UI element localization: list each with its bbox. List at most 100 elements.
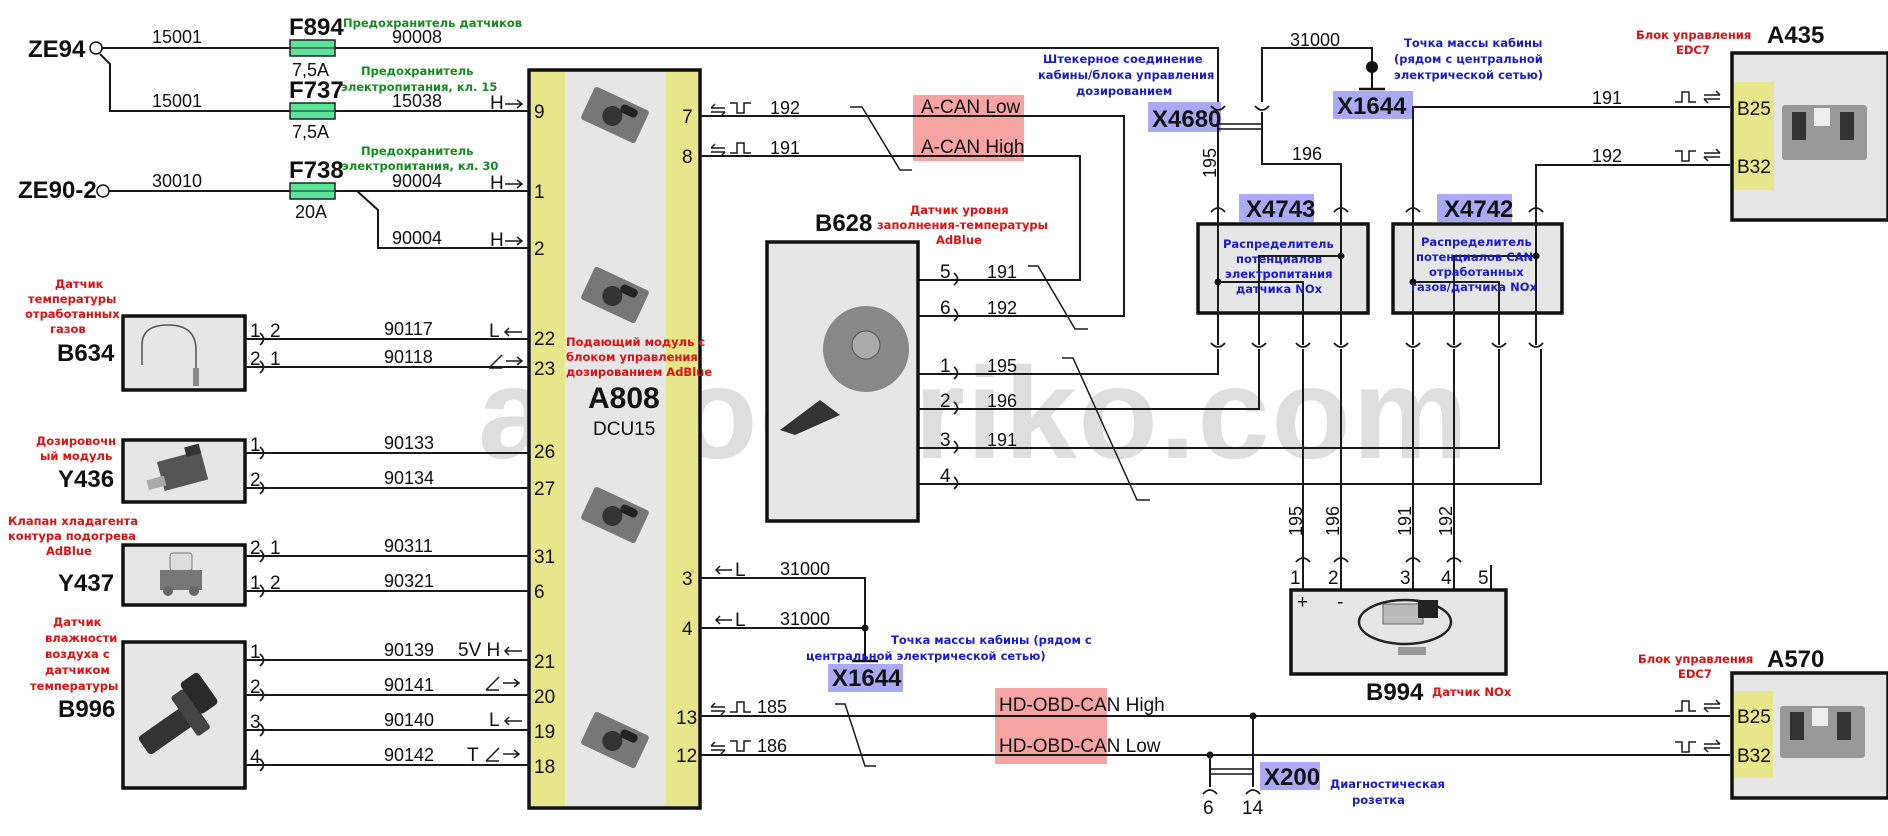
pulse-low-icon	[1675, 741, 1696, 753]
fuse-f738-desc-1: Предохранитель	[361, 144, 473, 158]
wire-label-185: 185	[757, 697, 787, 717]
b994-pin-2: 2	[1328, 568, 1339, 589]
wire-192-acan-low	[700, 115, 1125, 317]
wire-label-191-a808: 191	[770, 138, 800, 158]
wire-label-90311: 90311	[384, 536, 433, 556]
fuse-f737-desc-1: Предохранитель	[361, 64, 473, 78]
b634-id: B634	[57, 340, 115, 367]
pin-20: 20	[534, 687, 555, 708]
x200-desc-1: Диагностическая	[1330, 777, 1445, 791]
component-y437: Клапан хладагента контура подогрева AdBl…	[8, 514, 529, 607]
signal-t-pin18: T	[467, 745, 479, 766]
a435-pin-b32: B32	[1737, 157, 1771, 178]
wire-label-90134: 90134	[384, 468, 434, 488]
analog-signal-icon	[485, 676, 521, 691]
b628-desc-2: заполнения-температуры	[877, 218, 1048, 232]
terminal-ze902	[96, 184, 110, 198]
signal-h-pin2: H	[490, 230, 504, 251]
b628-desc-1: Датчик уровня	[910, 203, 1009, 217]
wire-label-90004-a: 90004	[392, 171, 442, 191]
source-ze94-label: ZE94	[28, 36, 86, 63]
b996-id: B996	[58, 696, 115, 723]
x1644-bottom-desc-2: центральной электрической сетью)	[806, 649, 1046, 663]
pulse-low-icon	[730, 740, 751, 752]
bidirectional-arrow-icon	[1703, 90, 1721, 104]
y436-pin-2: 2	[250, 470, 261, 491]
wire-90008	[102, 47, 1219, 102]
wire-label-90117: 90117	[384, 319, 433, 339]
b996-desc-4: датчиком	[45, 663, 110, 677]
y437-pin-1: 1	[250, 573, 261, 594]
pulse-low-icon	[730, 102, 751, 114]
b996-pin-1: 1	[250, 642, 261, 663]
source-ze902-label: ZE90-2	[18, 177, 97, 204]
module-desc-2: блоком управления	[566, 350, 698, 364]
pulse-high-icon	[730, 701, 751, 713]
arrow-right-icon	[505, 236, 524, 246]
x4680-id: X4680	[1152, 106, 1221, 133]
wire-label-b628-192: 192	[987, 298, 1017, 318]
wire-191-a435	[1412, 106, 1730, 208]
component-b994: 195 196 191 192 1 2 3 4 5 + - B994 Датчи…	[1286, 349, 1512, 706]
y437-desc-1: Клапан хладагента	[8, 514, 138, 528]
b996-desc-3: воздуха с	[45, 647, 110, 661]
pin-21: 21	[534, 652, 555, 673]
x4680-desc-2: кабины/блока управления	[1038, 68, 1214, 82]
fuse-f737-rating: 7,5A	[292, 122, 329, 142]
b634-desc-1: Датчик	[55, 277, 104, 291]
signal-l-pin22: L	[489, 321, 500, 342]
arrow-left-icon	[714, 615, 732, 625]
a570-photo	[1780, 706, 1865, 758]
fuse-f738-id: F738	[289, 157, 344, 184]
fuse-f894-id: F894	[289, 14, 344, 41]
fuse-f738-desc-2: электропитания, кл. 30	[342, 159, 498, 173]
b996-pin-2: 2	[250, 677, 261, 698]
arrow-left-icon	[714, 565, 732, 575]
wire-label-a435-192: 192	[1592, 146, 1622, 166]
wire-195-b628	[918, 349, 1219, 375]
module-a808: Подающий модуль с блоком управления дози…	[527, 68, 712, 810]
twisted-pair-mark	[850, 106, 912, 171]
b996-desc-5: температуры	[30, 679, 118, 693]
x1644-top-desc-3: электрической сетью)	[1394, 68, 1543, 82]
pin-13: 13	[676, 708, 697, 729]
y437-pin-2: 2	[250, 538, 261, 559]
wire-label-a435-191: 191	[1592, 88, 1622, 108]
y436-desc-2: ый модуль	[40, 449, 112, 463]
x1644-top-desc-2: (рядом с центральной	[1394, 52, 1543, 66]
hd-obd-can-low-label: HD-OBD-CAN Low	[999, 736, 1161, 757]
twisted-pair-mark	[1062, 357, 1150, 501]
bidirectional-arrow-icon	[710, 143, 726, 157]
bidirectional-arrow-icon	[710, 702, 726, 716]
wire-label-15038: 15038	[392, 91, 442, 111]
can-label-bg	[913, 95, 1024, 161]
a570-desc-1: Блок управления	[1638, 652, 1753, 666]
fuse-f737-desc-2: электропитания, кл. 15	[341, 80, 497, 94]
fuse-f894-rating: 7,5A	[292, 60, 329, 80]
pin-23: 23	[534, 359, 555, 380]
wire-191-acan-high	[700, 155, 1081, 281]
x200-pin-6: 6	[1203, 798, 1214, 819]
wire-label-31000-pin4: 31000	[780, 609, 830, 629]
ground-x1644-bottom: X1644 Точка массы кабины (рядом с центра…	[700, 559, 1092, 692]
component-a435: A435 Блок управления EDC7 B25 B32 191 19…	[1592, 22, 1888, 222]
pin-19: 19	[534, 722, 555, 743]
signal-l-pin3: L	[735, 560, 746, 581]
b634-harness-pin-1: 1	[270, 349, 281, 370]
b994-id: B994	[1366, 679, 1424, 706]
component-b634: Датчик температуры отработанных газов B6…	[25, 277, 529, 392]
pin-7: 7	[682, 107, 693, 128]
a-can-section: A-CAN Low A-CAN High 192 191	[700, 95, 1125, 317]
b628-pin-1: 1	[940, 356, 951, 377]
component-b628: B628 Датчик уровня заполнения-температур…	[765, 203, 1542, 523]
analog-signal-icon	[488, 354, 524, 369]
b628-pin-2: 2	[940, 391, 951, 412]
wire-label-90118: 90118	[384, 347, 433, 367]
signal-5vh-pin21: 5V H	[458, 640, 500, 661]
wire-192-a435	[1535, 164, 1730, 208]
wire-31000-top	[1261, 47, 1373, 102]
fuse-f894-desc: Предохранитель датчиков	[343, 16, 522, 30]
wire-label-b994-191: 191	[1395, 506, 1415, 536]
wire-label-b628-196: 196	[987, 391, 1017, 411]
ground-x1644-top: X1644 Точка массы кабины (рядом с центра…	[1333, 36, 1543, 120]
